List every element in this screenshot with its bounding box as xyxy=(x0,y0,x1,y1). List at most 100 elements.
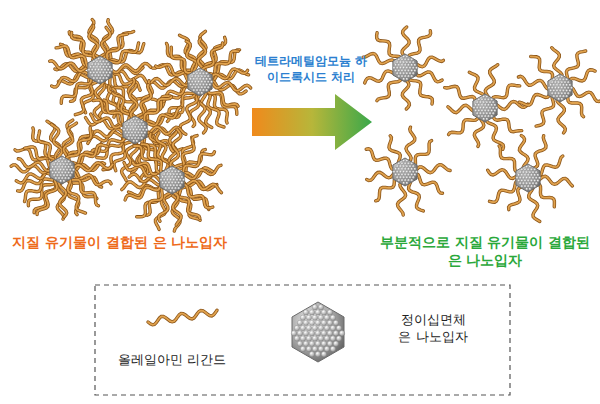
atom xyxy=(134,137,137,140)
atom xyxy=(556,84,559,87)
ligand xyxy=(408,31,431,57)
atom xyxy=(406,182,409,185)
atom xyxy=(521,174,524,177)
atom xyxy=(132,123,135,126)
atom xyxy=(105,71,108,74)
atom xyxy=(535,171,538,174)
atom xyxy=(565,84,568,87)
atom xyxy=(415,171,418,174)
atom xyxy=(324,325,329,330)
atom xyxy=(179,184,182,187)
atom xyxy=(409,176,412,179)
atom xyxy=(101,63,104,66)
atom xyxy=(202,72,205,75)
atom xyxy=(396,176,399,179)
atom xyxy=(530,179,533,182)
atom xyxy=(330,315,335,320)
atom xyxy=(492,112,495,115)
atom xyxy=(487,104,490,107)
atom xyxy=(96,66,99,69)
process-arrow xyxy=(252,94,372,150)
ligand xyxy=(566,51,585,80)
atom xyxy=(124,131,127,134)
atom xyxy=(136,129,139,132)
ligand xyxy=(182,185,213,208)
atom xyxy=(401,162,404,165)
ligand xyxy=(406,127,415,161)
atom xyxy=(484,109,487,112)
atom xyxy=(562,95,565,98)
caption-label: 지질 유기물이 결합된 은 나노입자 xyxy=(12,233,228,251)
atom xyxy=(487,115,490,118)
atom xyxy=(71,166,74,169)
atom xyxy=(410,69,413,72)
atom xyxy=(188,81,191,84)
ligand xyxy=(485,65,498,98)
atom xyxy=(549,84,552,87)
atom xyxy=(407,69,410,72)
atom xyxy=(199,83,202,86)
ligand xyxy=(490,181,517,202)
atom xyxy=(401,168,404,171)
ligand xyxy=(365,71,396,83)
atom xyxy=(527,174,530,177)
atom xyxy=(557,92,560,95)
atom xyxy=(67,166,70,169)
ligand xyxy=(212,70,249,83)
atom xyxy=(529,165,532,168)
atom xyxy=(50,169,53,172)
atom xyxy=(489,101,492,104)
atom xyxy=(312,346,317,351)
atom xyxy=(525,177,528,180)
ligand xyxy=(125,183,161,200)
atom xyxy=(409,165,412,168)
atom xyxy=(191,81,194,84)
atom xyxy=(61,177,64,180)
atom xyxy=(142,134,145,137)
atom xyxy=(398,69,401,72)
atom xyxy=(554,87,557,90)
atom xyxy=(412,165,415,168)
atom xyxy=(177,187,180,190)
ligand xyxy=(557,99,565,133)
atom xyxy=(99,71,102,74)
atom xyxy=(412,176,415,179)
atom xyxy=(132,140,135,143)
atom xyxy=(567,81,570,84)
atom xyxy=(169,179,172,182)
atom xyxy=(315,320,320,325)
atom xyxy=(490,115,493,118)
atom xyxy=(137,120,140,123)
atom xyxy=(59,157,62,160)
atom xyxy=(321,341,326,346)
ligand xyxy=(367,172,394,180)
atom xyxy=(88,69,91,72)
atom xyxy=(58,171,61,174)
atom xyxy=(166,184,169,187)
ligand xyxy=(416,165,450,173)
ligand xyxy=(566,51,585,80)
ligand xyxy=(111,63,151,72)
ligand xyxy=(367,172,394,180)
atom xyxy=(410,179,413,182)
atom xyxy=(64,160,67,163)
atom xyxy=(339,331,344,336)
atom xyxy=(124,126,127,129)
atom xyxy=(144,131,147,134)
atom xyxy=(492,107,495,110)
atom xyxy=(522,182,525,185)
atom xyxy=(161,176,164,179)
atom xyxy=(161,181,164,184)
atom xyxy=(169,173,172,176)
silver-core xyxy=(473,94,497,122)
ligand xyxy=(568,96,584,117)
ligand xyxy=(409,79,433,104)
atom xyxy=(196,72,199,75)
ligand xyxy=(415,57,443,66)
atom xyxy=(529,182,532,185)
atom xyxy=(522,177,525,180)
ligand xyxy=(148,310,217,325)
ligand xyxy=(182,185,213,208)
atom xyxy=(207,81,210,84)
atom xyxy=(67,171,70,174)
